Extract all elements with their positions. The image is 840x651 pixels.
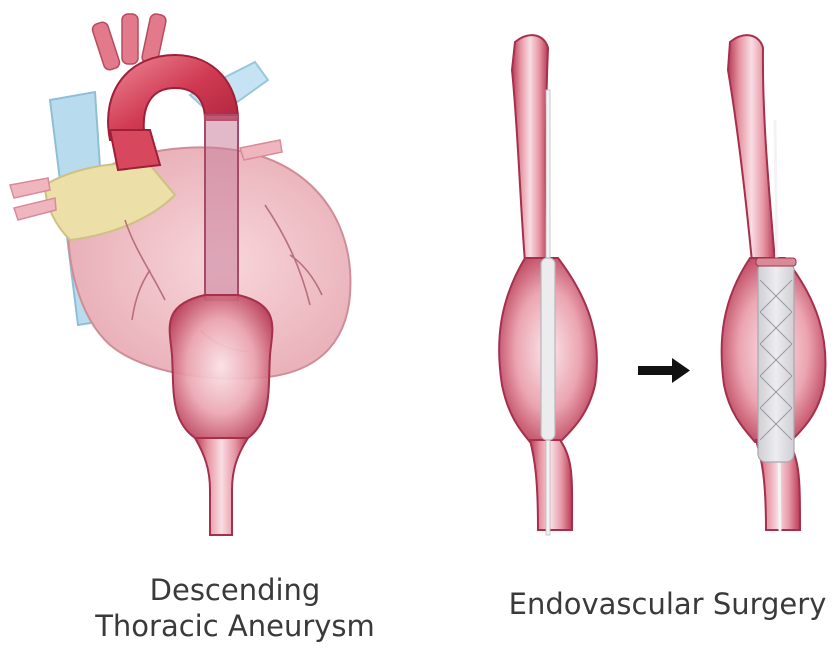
descending-aorta — [205, 115, 238, 300]
stent-top-band — [756, 258, 796, 266]
heart-illustration — [10, 13, 350, 535]
caption-endovascular-surgery: Endovascular Surgery — [495, 586, 840, 622]
ascending-aorta — [110, 130, 160, 170]
catheter-sheath — [541, 258, 555, 440]
caption-line-1: Descending — [70, 572, 400, 608]
caption-line-2: Thoracic Aneurysm — [70, 608, 400, 644]
branch-vessel-1 — [91, 21, 121, 72]
vessel-lower-1 — [530, 440, 572, 530]
thoracic-aneurysm — [170, 295, 273, 438]
aneurysm-with-stent-graft — [722, 35, 826, 532]
vessel-upper-2 — [728, 35, 775, 262]
vessel-upper-1 — [512, 35, 548, 262]
arrow-right-icon — [638, 358, 690, 383]
aneurysm-with-catheter — [499, 35, 597, 535]
stent-graft — [758, 262, 794, 462]
pulmonary-left-1 — [10, 178, 50, 198]
pulmonary-left-2 — [14, 198, 56, 220]
branch-vessel-2 — [122, 14, 138, 64]
lower-aorta — [195, 438, 248, 535]
pulmonary-right — [240, 140, 282, 160]
caption-thoracic-aneurysm: Descending Thoracic Aneurysm — [70, 572, 400, 644]
